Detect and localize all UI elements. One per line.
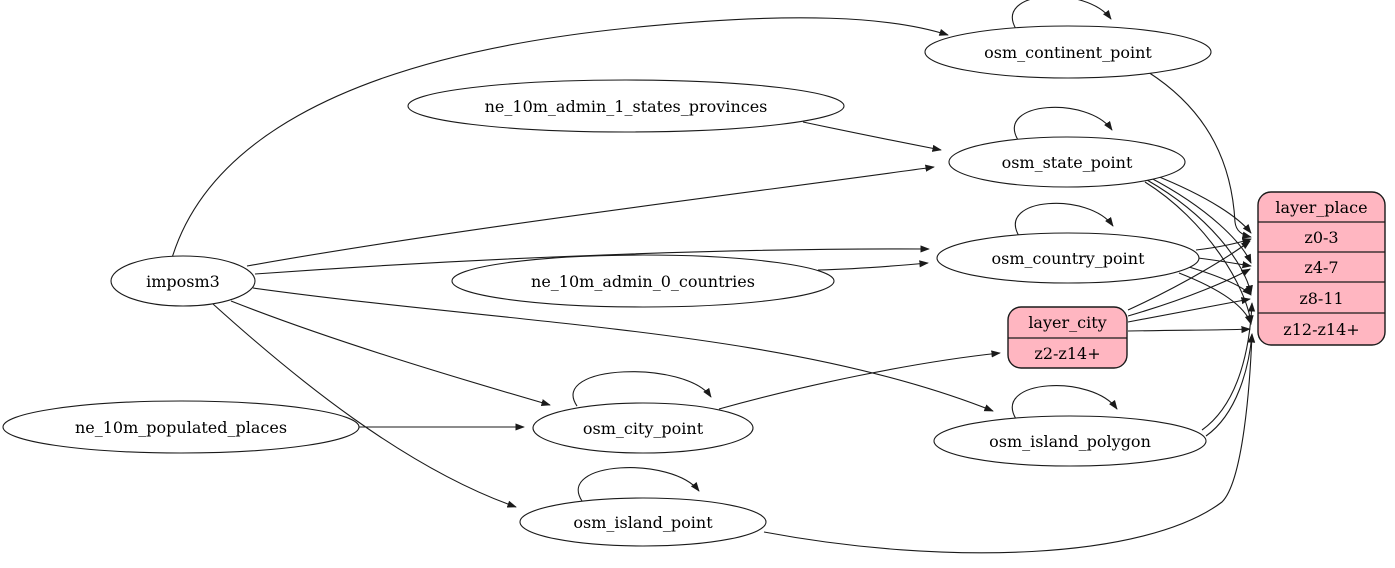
node-osm_city_point: osm_city_point: [532, 402, 754, 454]
edge-osm_country_point-to-layer_place-z0-3: [1195, 238, 1252, 251]
node-ne_10m_admin_1_states_provinces: ne_10m_admin_1_states_provinces: [407, 79, 845, 133]
edge-imposm3-to-osm_island_polygon: [252, 287, 994, 412]
record-title: layer_city: [1028, 313, 1106, 332]
edge-osm_island_point-to-layer_place-z12-z14: [763, 333, 1256, 554]
record-row-z0-3: z0-3: [1304, 228, 1338, 247]
node-osm_island_polygon: osm_island_polygon: [933, 415, 1207, 467]
table-ellipse: [519, 497, 767, 547]
edge-ne_10m_admin_0_countries-to-osm_country_point: [817, 260, 929, 271]
node-label: osm_continent_point: [984, 43, 1152, 62]
table-ellipse: [2, 400, 360, 454]
edge-ne_10m_admin_1_states_provinces-to-osm_state_point: [802, 121, 942, 152]
edge-layer: [171, 0, 1256, 554]
node-ne_10m_populated_places: ne_10m_populated_places: [2, 400, 360, 454]
edge-imposm3-to-osm_city_point: [230, 300, 551, 407]
edge-imposm3-to-osm_country_point: [254, 245, 930, 275]
edge-imposm3-to-osm_island_point: [212, 303, 517, 508]
edge-osm_country_point-to-layer_place-z8-11: [1188, 266, 1252, 296]
self-loop-osm_city_point: [572, 371, 712, 407]
edge-imposm3-to-osm_continent_point: [171, 17, 949, 259]
node-osm_country_point: osm_country_point: [936, 232, 1200, 284]
self-loop-osm_country_point: [1015, 202, 1114, 237]
self-loop-osm_state_point: [1014, 106, 1113, 141]
record-row-z4-7: z4-7: [1304, 258, 1338, 277]
edge-layer_city-to-layer_place-z8-11: [1127, 297, 1251, 323]
record-layer_place: layer_place z0-3 z4-7 z8-11 z12-z14+: [1257, 191, 1386, 346]
edge-osm_island_polygon-to-layer_place-z12-z14: [1205, 333, 1255, 437]
node-osm_island_point: osm_island_point: [519, 497, 767, 547]
record-layer_city: layer_city z2-z14+: [1007, 306, 1128, 369]
table-ellipse: [936, 232, 1200, 284]
table-ellipse: [451, 254, 835, 308]
node-osm_continent_point: osm_continent_point: [924, 25, 1212, 79]
record-box: [1257, 191, 1386, 346]
edge-osm_country_point-to-layer_place-z12-z14: [1178, 272, 1252, 325]
edge-osm_state_point-to-layer_place-z4-7: [1148, 176, 1252, 264]
table-ellipse: [948, 136, 1186, 188]
table-ellipse: [924, 25, 1212, 79]
node-osm_state_point: osm_state_point: [948, 136, 1186, 188]
node-label: osm_state_point: [1002, 153, 1133, 172]
node-label: imposm3: [146, 272, 220, 291]
table-ellipse: [933, 415, 1207, 467]
record-title: layer_place: [1275, 198, 1367, 217]
edge-osm_state_point-to-layer_place-z8-11: [1146, 179, 1253, 295]
edge-osm_country_point-to-layer_place-z4-7: [1197, 257, 1252, 269]
edge-osm_island_polygon-to-layer_place-z8-11: [1201, 302, 1256, 431]
table-ellipse: [407, 79, 845, 133]
node-imposm3: imposm3: [110, 255, 256, 307]
node-label: osm_island_polygon: [989, 432, 1151, 451]
table-ellipse: [110, 255, 256, 307]
table-ellipse: [532, 402, 754, 454]
edge-layer_city-to-layer_place-z4-7: [1127, 268, 1251, 317]
node-label: osm_city_point: [583, 419, 704, 438]
self-loop-osm_island_polygon: [1012, 385, 1118, 420]
node-ne_10m_admin_0_countries: ne_10m_admin_0_countries: [451, 254, 835, 308]
record-row-z8-11: z8-11: [1299, 289, 1343, 308]
node-label: ne_10m_populated_places: [75, 418, 287, 437]
edge-osm_state_point-to-layer_place-z12-z14: [1144, 181, 1254, 325]
self-loop-osm_continent_point: [1012, 0, 1112, 30]
edge-layer_city-to-layer_place-z0-3: [1127, 240, 1251, 311]
edge-osm_state_point-to-layer_place-z0-3: [1151, 173, 1252, 234]
node-label: osm_country_point: [991, 249, 1145, 268]
edge-osm_city_point-to-layer_city-z2-z14: [718, 350, 1001, 410]
record-row-z2-z14: z2-z14+: [1034, 344, 1100, 363]
edge-layer_city-to-layer_place-z12-z14: [1127, 325, 1251, 334]
edge-imposm3-to-osm_state_point: [246, 164, 935, 267]
node-label: ne_10m_admin_0_countries: [531, 272, 755, 291]
self-loop-osm_island_point: [578, 467, 700, 502]
record-row-z12-z14: z12-z14+: [1283, 320, 1359, 339]
edge-osm_continent_point-to-layer_place-z0-3: [1147, 71, 1252, 239]
node-label: osm_island_point: [573, 513, 713, 532]
node-label: ne_10m_admin_1_states_provinces: [485, 97, 768, 116]
